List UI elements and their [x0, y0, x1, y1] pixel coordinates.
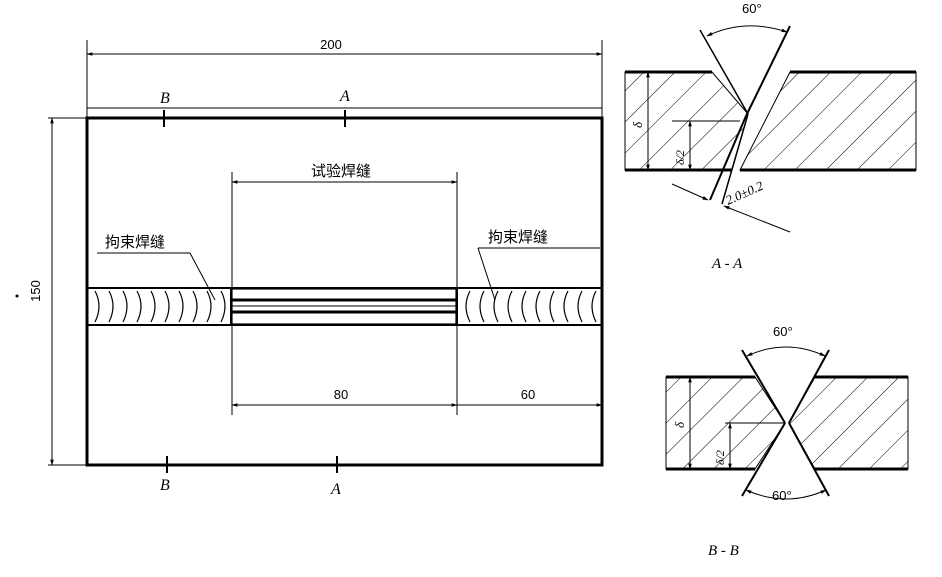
- section-b-angle-bottom-label: 60°: [772, 488, 792, 503]
- dim-width-label: 200: [320, 37, 342, 52]
- section-a-right-plate: [739, 71, 917, 171]
- restraint-weld-left-callout: 拘束焊缝: [97, 234, 216, 301]
- stray-mark: [15, 294, 19, 298]
- bottom-dimensions: 80 60: [231, 325, 603, 415]
- section-a-half-thickness-label: δ/2: [673, 150, 687, 165]
- section-b-label-top: B: [160, 90, 170, 107]
- section-a-caption: A - A: [711, 256, 743, 272]
- dim-height-label: 150: [28, 280, 43, 302]
- section-a-label-top: A: [339, 88, 350, 105]
- section-b-half-thickness-label: δ/2: [713, 450, 727, 465]
- restraint-weld-right-label: 拘束焊缝: [488, 229, 548, 246]
- section-b-angle-top-label: 60°: [773, 324, 793, 339]
- restraint-weld-right-callout: 拘束焊缝: [477, 229, 600, 301]
- dimension-150: 150: [28, 117, 87, 466]
- plan-view: 200 B A B A 150 试验焊缝 拘束焊缝: [15, 37, 604, 498]
- section-a-label-bottom: A: [330, 481, 341, 498]
- dim-restraint-length-label: 60: [521, 387, 535, 402]
- section-a-angle-label: 60°: [742, 1, 762, 16]
- restraint-weld-left-bead: [94, 288, 232, 325]
- test-weld-label: 试验焊缝: [311, 163, 371, 180]
- section-b-b: 60° 60° δ δ/2 B - B: [665, 324, 909, 559]
- test-weld-dimension: 试验焊缝: [231, 163, 458, 288]
- section-a-thickness-label: δ: [630, 121, 645, 128]
- section-b-label-bottom: B: [160, 477, 170, 494]
- restraint-weld-right-bead: [456, 288, 597, 325]
- section-b-thickness-label: δ: [672, 421, 687, 428]
- restraint-weld-left-label: 拘束焊缝: [105, 234, 165, 251]
- test-weld-bead: [231, 288, 457, 325]
- dim-test-length-label: 80: [334, 387, 348, 402]
- section-b-caption: B - B: [708, 543, 739, 559]
- dimension-200: 200: [86, 37, 603, 118]
- section-a-a: 60° δ δ/2 2.0±0.2 A - A: [624, 1, 917, 272]
- section-a-gap-label: 2.0±0.2: [723, 178, 766, 208]
